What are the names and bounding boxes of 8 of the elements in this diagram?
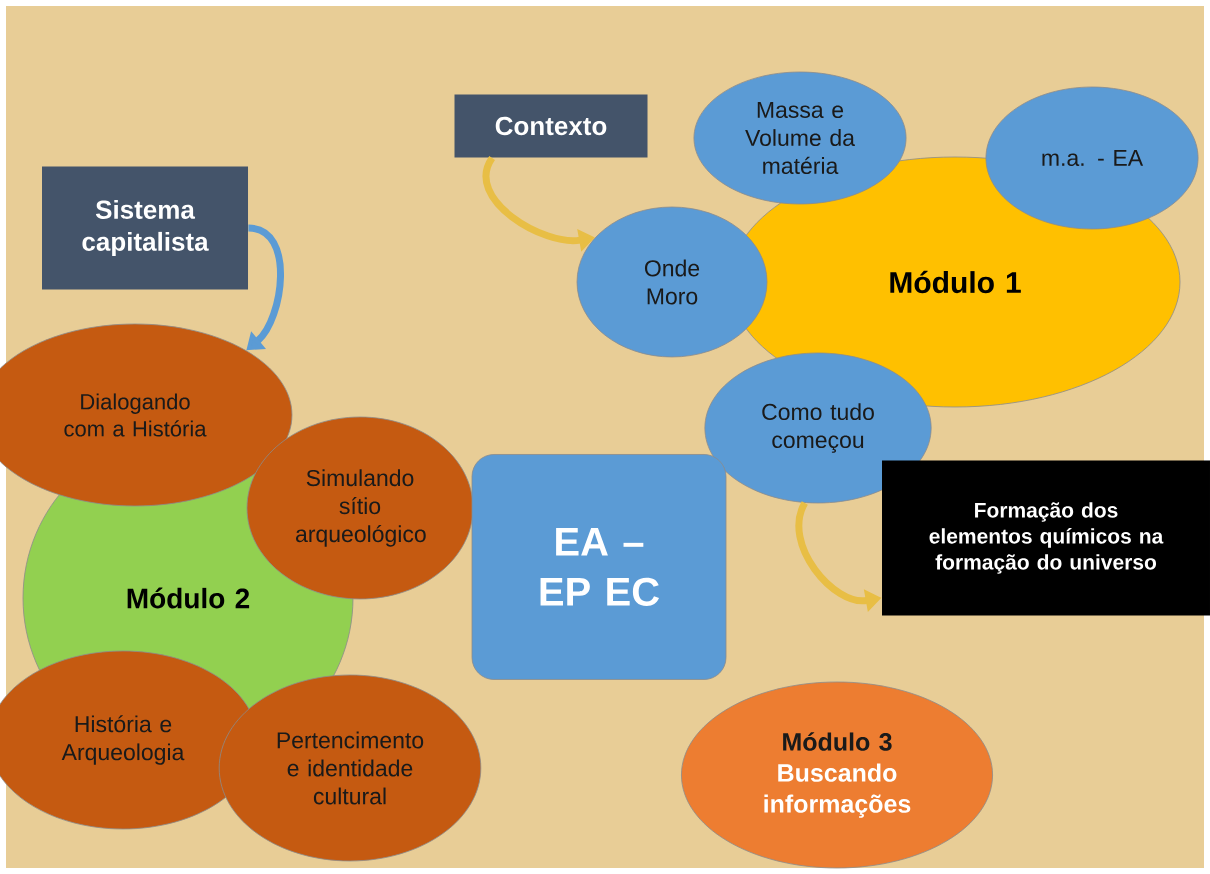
label-box: Sistema capitalista	[42, 166, 248, 290]
topic-oval: Massa e Volume da matéria	[693, 71, 907, 205]
center-box: EA – EP EC	[471, 454, 727, 680]
topic-oval: Como tudo começou	[704, 352, 932, 504]
label-box: Contexto	[454, 94, 648, 158]
topic-oval: m.a. - EA	[985, 86, 1199, 230]
topic-oval: Onde Moro	[576, 206, 768, 358]
label-box: Formação dos elementos químicos na formação do universo	[882, 460, 1210, 616]
